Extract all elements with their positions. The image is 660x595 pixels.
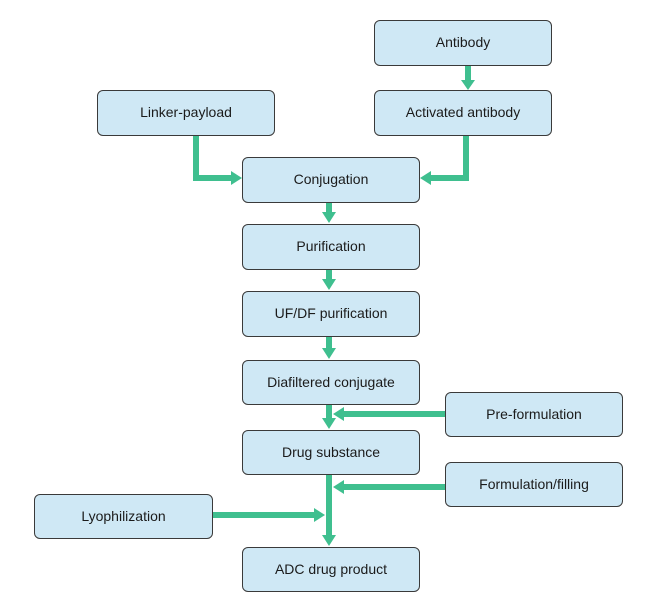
node-linker-payload-label: Linker-payload	[140, 104, 232, 121]
node-activated-antibody: Activated antibody	[374, 90, 552, 136]
node-linker-payload: Linker-payload	[97, 90, 275, 136]
arrowhead-formulation	[333, 480, 344, 494]
node-purification: Purification	[242, 224, 420, 270]
arrowhead-lyophilization	[314, 508, 325, 522]
node-formulation-filling-label: Formulation/filling	[479, 475, 589, 492]
arrowhead-diafiltered	[322, 348, 336, 359]
node-drug-substance-label: Drug substance	[281, 443, 381, 460]
node-purification-label: Purification	[296, 238, 366, 255]
node-diafiltered-conjugate: Diafiltered conjugate	[242, 360, 420, 405]
arrow-linker-to-conjugation	[193, 135, 233, 181]
node-conjugation-label: Conjugation	[293, 171, 369, 188]
node-antibody: Antibody	[374, 20, 552, 66]
node-lyophilization: Lyophilization	[34, 494, 213, 539]
arrow-activated-to-conjugation	[429, 135, 469, 181]
node-ufdf-purification-label: UF/DF purification	[274, 305, 388, 322]
arrowhead-preformulation	[333, 407, 344, 421]
node-drug-substance: Drug substance	[242, 430, 420, 475]
arrowhead-ufdf	[322, 279, 336, 290]
node-conjugation: Conjugation	[242, 157, 420, 203]
arrowhead-conjugation-left	[231, 171, 242, 185]
arrowhead-conjugation-right	[420, 171, 431, 185]
arrowhead-drug-substance	[322, 418, 336, 429]
arrowhead-adc-product	[322, 535, 336, 546]
node-pre-formulation: Pre-formulation	[445, 392, 623, 437]
node-antibody-label: Antibody	[435, 34, 491, 51]
node-ufdf-purification: UF/DF purification	[242, 291, 420, 337]
node-lyophilization-label: Lyophilization	[81, 507, 166, 524]
node-adc-drug-product-label: ADC drug product	[274, 560, 388, 577]
node-activated-antibody-label: Activated antibody	[405, 104, 521, 121]
arrowhead-purification	[322, 212, 336, 223]
node-diafiltered-conjugate-label: Diafiltered conjugate	[267, 373, 395, 390]
arrowhead-activated	[461, 80, 475, 90]
node-pre-formulation-label: Pre-formulation	[486, 405, 582, 422]
node-adc-drug-product: ADC drug product	[242, 547, 420, 592]
node-formulation-filling: Formulation/filling	[445, 462, 623, 507]
